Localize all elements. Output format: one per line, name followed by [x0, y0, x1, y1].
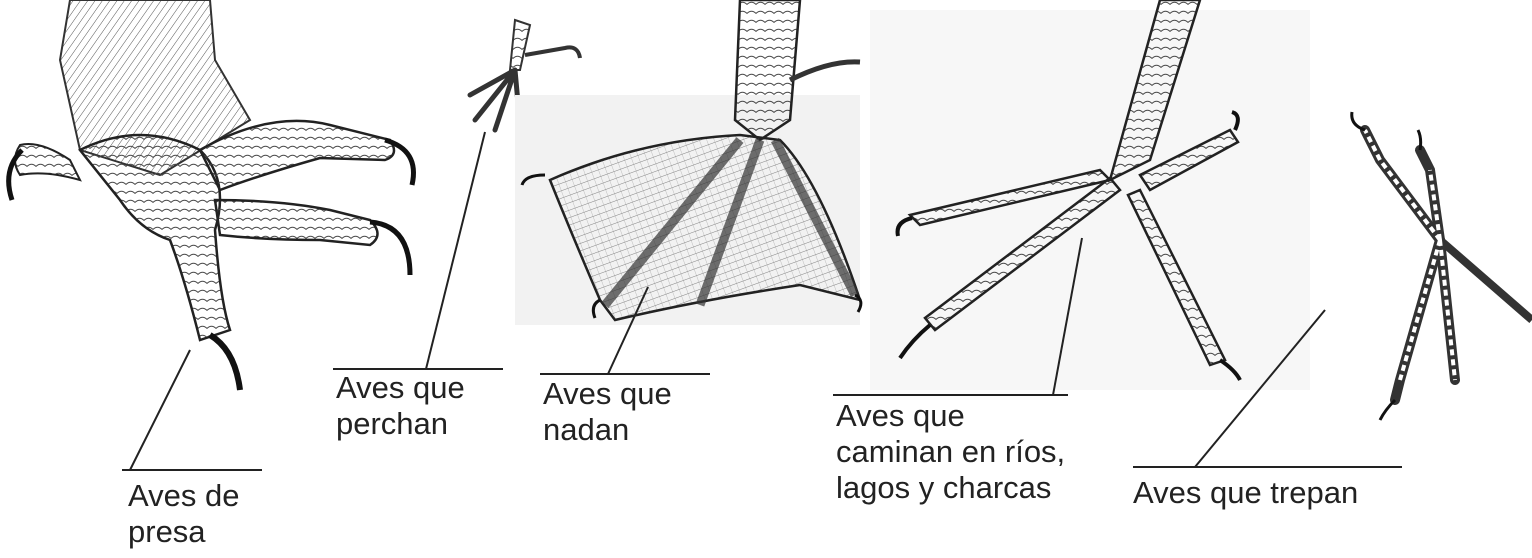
label-aves-de-presa: Aves de presa [128, 478, 239, 550]
label-line: nadan [543, 412, 630, 447]
perching-foot-icon [467, 18, 582, 133]
label-line: Aves que [836, 398, 965, 433]
label-line: presa [128, 514, 206, 549]
climbing-foot-icon [1350, 111, 1532, 421]
label-line: Aves que [543, 376, 672, 411]
raptor-foot-icon [6, 0, 416, 391]
label-line: Aves que trepan [1133, 475, 1359, 510]
wading-foot-icon [870, 0, 1310, 390]
label-aves-que-trepan: Aves que trepan [1133, 475, 1358, 511]
label-line: Aves que [336, 370, 465, 405]
label-line: Aves de [128, 478, 240, 513]
label-aves-que-caminan: Aves que caminan en ríos, lagos y charca… [836, 398, 1065, 506]
label-aves-que-perchan: Aves que perchan [336, 370, 465, 442]
label-line: perchan [336, 406, 449, 441]
label-line: caminan en ríos, [836, 434, 1066, 469]
webbed-foot-icon [515, 0, 863, 325]
label-line: lagos y charcas [836, 470, 1052, 505]
leader-lines [122, 131, 1402, 471]
label-aves-que-nadan: Aves que nadan [543, 376, 672, 448]
